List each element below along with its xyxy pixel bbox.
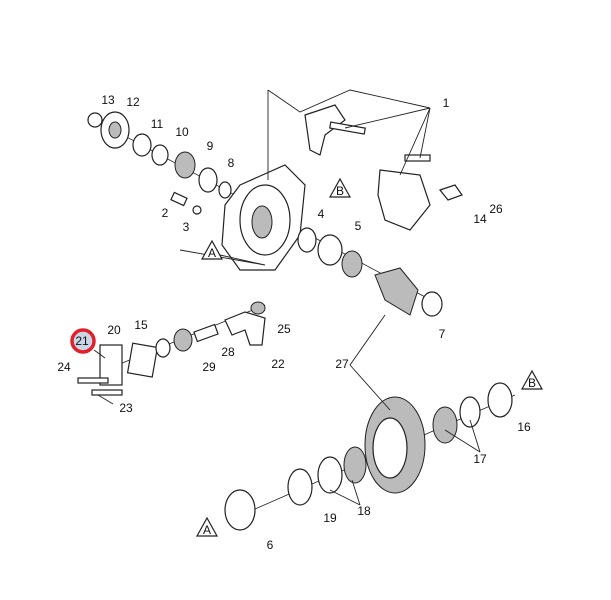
callout-14[interactable]: 14 (473, 212, 487, 226)
callout-24[interactable]: 24 (57, 360, 71, 374)
callout-18[interactable]: 18 (357, 504, 371, 518)
ring-gear-group (224, 382, 513, 531)
callout-9[interactable]: 9 (207, 139, 214, 153)
differential-housing (221, 164, 306, 271)
pinion-flange-group (87, 111, 232, 215)
assembly-axis-lines (94, 119, 516, 521)
callout-12[interactable]: 12 (126, 95, 140, 109)
svg-text:A: A (208, 246, 216, 260)
callout-15[interactable]: 15 (134, 318, 148, 332)
callout-8[interactable]: 8 (228, 156, 235, 170)
callout-11[interactable]: 11 (151, 117, 164, 131)
callout-4[interactable]: 4 (318, 207, 325, 221)
callout-19[interactable]: 19 (323, 511, 337, 525)
callout-21[interactable]: 21 (75, 334, 89, 348)
callout-3[interactable]: 3 (183, 220, 190, 234)
callout-28[interactable]: 28 (221, 345, 235, 359)
callout-13[interactable]: 13 (101, 93, 115, 107)
yoke-group (77, 301, 266, 396)
callout-27[interactable]: 27 (335, 357, 349, 371)
callout-17[interactable]: 17 (473, 452, 487, 466)
callout-25[interactable]: 25 (277, 322, 291, 336)
reference-mark-B: B (328, 177, 352, 198)
callout-7[interactable]: 7 (439, 327, 446, 341)
callout-26[interactable]: 26 (489, 202, 503, 216)
callout-23[interactable]: 23 (119, 401, 133, 415)
callout-29[interactable]: 29 (202, 360, 216, 374)
reference-mark-A: A (195, 516, 219, 537)
callout-16[interactable]: 16 (517, 420, 531, 434)
callout-1[interactable]: 1 (443, 96, 450, 110)
callout-10[interactable]: 10 (175, 125, 189, 139)
pinion-gear-group (297, 227, 443, 317)
svg-text:A: A (203, 523, 211, 537)
highlight-ring (70, 328, 96, 354)
bearing-caps (304, 104, 463, 231)
reference-mark-B: B (520, 369, 544, 390)
svg-text:B: B (336, 184, 344, 198)
reference-mark-A: A (200, 239, 224, 260)
svg-text:B: B (528, 376, 536, 390)
callout-22[interactable]: 22 (271, 357, 285, 371)
callout-6[interactable]: 6 (267, 538, 274, 552)
callout-5[interactable]: 5 (355, 219, 362, 233)
callout-2[interactable]: 2 (162, 206, 169, 220)
callout-20[interactable]: 20 (107, 323, 121, 337)
